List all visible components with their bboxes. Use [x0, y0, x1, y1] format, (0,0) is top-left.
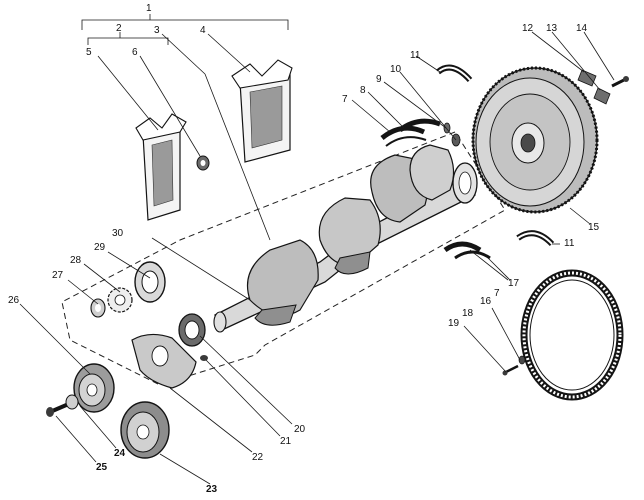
pulley-26 [73, 363, 115, 413]
callout-26: 26 [8, 295, 20, 306]
callout-27: 27 [52, 270, 64, 281]
key-21 [200, 355, 208, 361]
callout-3: 3 [154, 25, 160, 36]
bearing-shells-upper [380, 118, 441, 147]
bearing-shells-lower [443, 241, 491, 260]
rear-seal-9-10 [443, 122, 461, 147]
dowel-18 [518, 355, 526, 365]
bearing-ring-20 [178, 313, 206, 347]
callout-25: 25 [96, 462, 108, 473]
callout-18: 18 [462, 308, 474, 319]
sprocket-28 [107, 287, 133, 313]
callout-labels: 1 2 3 4 5 6 7 8 9 10 11 12 13 14 15 11 1… [8, 3, 600, 495]
callout-24: 24 [114, 448, 126, 459]
crankshaft [213, 144, 478, 333]
group-label-1: 1 [146, 3, 152, 14]
clamp-plate-12-13 [577, 69, 611, 105]
callout-10: 10 [390, 64, 402, 75]
nut-6 [196, 155, 210, 171]
callout-5: 5 [86, 47, 92, 58]
bearing-pack-4 [231, 59, 293, 163]
callout-14: 14 [576, 23, 588, 34]
callout-6: 6 [132, 47, 138, 58]
damper-23 [120, 401, 170, 459]
callout-11-lower: 11 [564, 238, 575, 249]
callout-7-upper: 7 [342, 94, 348, 105]
callout-7-lower: 7 [494, 288, 500, 299]
group-label-2: 2 [116, 23, 122, 34]
callout-19: 19 [448, 318, 460, 329]
callout-17: 17 [508, 278, 520, 289]
callout-30: 30 [112, 228, 124, 239]
bolt-14 [611, 76, 629, 88]
callout-28: 28 [70, 255, 82, 266]
thrust-washer-11-upper [436, 64, 473, 83]
callout-23: 23 [206, 484, 218, 495]
callout-21: 21 [280, 436, 292, 447]
callout-20: 20 [294, 424, 306, 435]
callout-22: 22 [252, 452, 264, 463]
callout-12: 12 [522, 23, 534, 34]
bearing-pack-5 [135, 113, 187, 221]
callout-8: 8 [360, 85, 366, 96]
washer-27 [90, 298, 106, 318]
callout-15: 15 [588, 222, 600, 233]
leader-lines [19, 31, 615, 485]
assembly-boundary [61, 131, 506, 386]
callout-29: 29 [94, 242, 106, 253]
callout-16: 16 [480, 296, 492, 307]
washer-24 [65, 394, 79, 410]
thrust-washer-11-lower [516, 230, 555, 247]
callout-11-upper: 11 [410, 50, 421, 61]
oil-seal-29 [134, 261, 166, 303]
front-cover-22 [131, 333, 197, 389]
flywheel [471, 66, 599, 214]
group-brackets [81, 14, 289, 45]
callout-13: 13 [546, 23, 558, 34]
callout-4: 4 [200, 25, 206, 36]
ring-gear [520, 269, 624, 401]
callout-9: 9 [376, 74, 382, 85]
